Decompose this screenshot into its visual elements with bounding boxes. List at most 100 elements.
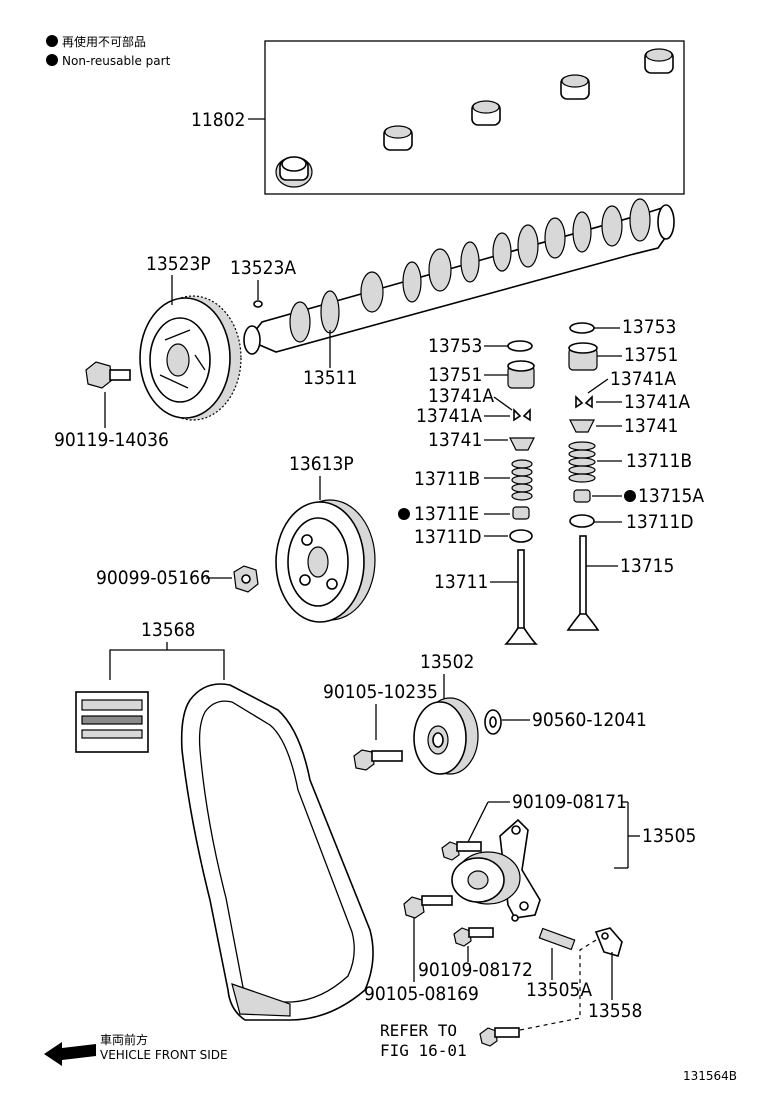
bolt-90119-14036[interactable]: 90119-14036 xyxy=(54,361,169,451)
timing-pulley-icon xyxy=(139,295,242,421)
label-13751-exhaust: 13751 xyxy=(624,344,678,366)
label-13741A-exhaust-1: 13741A xyxy=(610,368,676,390)
label-90099-05166: 90099-05166 xyxy=(96,567,211,589)
intake-valve-icon xyxy=(504,549,538,645)
reference-fig-16-01[interactable]: REFER TO FIG 16-01 xyxy=(380,939,597,1060)
label-13711: 13711 xyxy=(434,571,488,593)
shim-icon xyxy=(507,340,533,352)
non-reusable-bullet-icon xyxy=(46,54,58,66)
label-13711D-exhaust: 13711D xyxy=(626,511,694,533)
lifter-icon xyxy=(507,360,535,389)
label-13711B-exhaust: 13711B xyxy=(626,450,692,472)
exhaust-valve-icon xyxy=(566,535,600,631)
label-13741A-intake-1: 13741A xyxy=(428,385,494,407)
idler-pulley-13502[interactable]: 13502 xyxy=(413,651,479,775)
shim-icon xyxy=(569,322,595,334)
washer-icon xyxy=(569,514,595,528)
valve-spring-icon xyxy=(511,459,533,501)
washer-icon xyxy=(509,529,533,543)
vehicle-front-indicator: 車両前方 VEHICLE FRONT SIDE xyxy=(44,1032,228,1066)
bolt-icon xyxy=(453,927,494,947)
label-13753-intake: 13753 xyxy=(428,335,482,357)
washer-90560-12041[interactable]: 90560-12041 xyxy=(484,709,647,735)
refer-to-label: REFER TO xyxy=(380,1021,457,1040)
valve-keeper-icon xyxy=(513,408,531,422)
valve-seal-icon xyxy=(512,506,530,520)
timing-belt-13568[interactable]: 13568 xyxy=(75,619,374,1021)
nut-90099-05166[interactable]: 90099-05166 xyxy=(96,565,259,593)
label-13753-exhaust: 13753 xyxy=(622,316,676,338)
label-13511: 13511 xyxy=(303,367,357,389)
bolt-90109-08172[interactable]: 90109-08172 xyxy=(418,927,533,981)
label-13715A: 13715A xyxy=(638,485,704,507)
legend: 再使用不可部品 Non-reusable part xyxy=(46,34,171,68)
label-13715: 13715 xyxy=(620,555,674,577)
stud-icon xyxy=(538,927,576,951)
intake-valve-stack[interactable]: 13753 13751 13741A 13741A 13741 13711 xyxy=(398,335,538,645)
belt-section-icon xyxy=(75,691,149,753)
label-13711B-intake: 13711B xyxy=(414,468,480,490)
label-13568: 13568 xyxy=(141,619,195,641)
key-icon xyxy=(253,300,263,308)
label-90560-12041: 90560-12041 xyxy=(532,709,647,731)
bracket-13558[interactable]: 13558 xyxy=(588,927,642,1022)
legend-jp: 再使用不可部品 xyxy=(62,34,146,49)
label-13711E: 13711E xyxy=(414,503,479,525)
bolt-icon xyxy=(403,895,453,919)
valve-spring-icon xyxy=(568,441,596,483)
direction-jp: 車両前方 xyxy=(100,1032,148,1047)
front-arrow-icon xyxy=(44,1042,96,1066)
label-90119-14036: 90119-14036 xyxy=(54,429,169,451)
label-13741-intake: 13741 xyxy=(428,429,482,451)
exhaust-valve-stack[interactable]: 13753 13751 13741A 13741A 13741 13711B xyxy=(566,316,704,631)
tensioner-13505[interactable]: 90109-08171 13505 xyxy=(441,791,696,922)
bolt-90105-10235[interactable]: 90105-10235 xyxy=(323,681,438,771)
stud-13505A[interactable]: 13505A xyxy=(526,927,592,1001)
bracket-icon xyxy=(594,927,623,957)
label-13502: 13502 xyxy=(420,651,474,673)
bearing-box xyxy=(264,40,685,195)
label-90105-08169: 90105-08169 xyxy=(364,983,479,1005)
label-13505A: 13505A xyxy=(526,979,592,1001)
label-90109-08171: 90109-08171 xyxy=(512,791,627,813)
direction-en: VEHICLE FRONT SIDE xyxy=(100,1048,228,1062)
camshaft-13511[interactable]: 13511 xyxy=(243,198,675,389)
label-90105-10235: 90105-10235 xyxy=(323,681,438,703)
legend-en: Non-reusable part xyxy=(62,54,171,68)
non-reusable-bullet-icon xyxy=(46,35,58,47)
timing-pulley-icon xyxy=(275,499,376,623)
pulley-key-13523A[interactable]: 13523A xyxy=(230,257,296,308)
valve-seal-icon xyxy=(573,489,591,503)
label-13523P: 13523P xyxy=(146,253,211,275)
spring-retainer-icon xyxy=(509,437,535,451)
bolt-icon xyxy=(353,749,403,771)
non-reusable-bullet-icon xyxy=(398,508,410,520)
bolt-90105-08169[interactable]: 90105-08169 xyxy=(364,895,479,1005)
label-13751-intake: 13751 xyxy=(428,364,482,386)
label-13741-exhaust: 13741 xyxy=(624,415,678,437)
lifter-icon xyxy=(568,342,598,371)
valve-keeper-icon xyxy=(575,395,593,409)
figure-id: 131564B xyxy=(683,1069,737,1083)
label-13505: 13505 xyxy=(642,825,696,847)
bearing-shells-icon xyxy=(275,48,674,188)
idler-pulley-icon xyxy=(413,697,479,775)
label-13711D-intake: 13711D xyxy=(414,526,482,548)
label-13558: 13558 xyxy=(588,1000,642,1022)
label-13613P: 13613P xyxy=(289,453,354,475)
label-13741A-intake-2: 13741A xyxy=(416,405,482,427)
belt-loop-icon xyxy=(180,683,374,1021)
refer-fig-label: FIG 16-01 xyxy=(380,1041,467,1060)
label-13523A: 13523A xyxy=(230,257,296,279)
bearing-set-11802[interactable]: 11802 xyxy=(191,40,685,195)
label-90109-08172: 90109-08172 xyxy=(418,959,533,981)
camshaft-icon xyxy=(243,198,675,355)
pump-pulley-13613P[interactable]: 13613P xyxy=(275,453,376,623)
tensioner-icon xyxy=(451,818,541,922)
label-11802: 11802 xyxy=(191,109,245,131)
non-reusable-bullet-icon xyxy=(624,490,636,502)
bolt-icon xyxy=(85,361,131,389)
camshaft-pulley-13523P[interactable]: 13523P xyxy=(139,253,242,421)
bolt-icon xyxy=(479,1027,520,1047)
